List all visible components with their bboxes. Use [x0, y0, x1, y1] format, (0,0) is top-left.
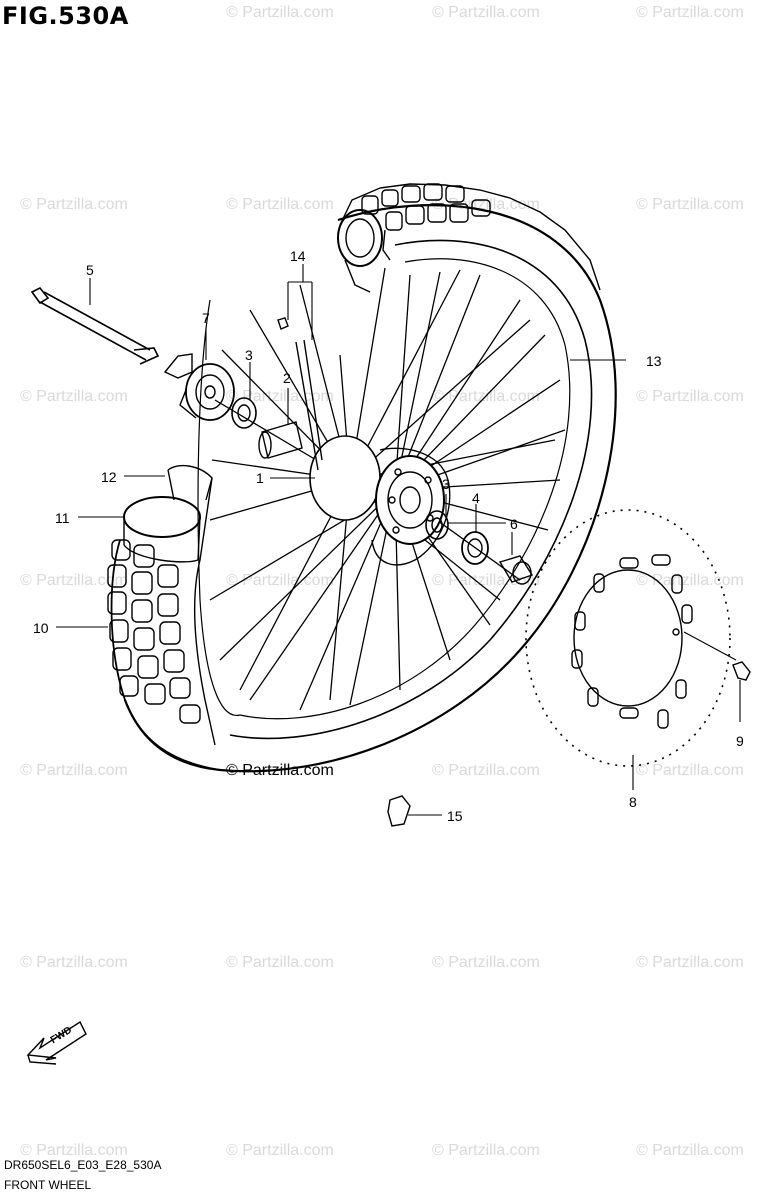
watermark: © Partzilla.com	[432, 1142, 540, 1159]
watermark: © Partzilla.com	[226, 388, 334, 405]
oil-seal	[461, 531, 489, 565]
callout-15: 15	[447, 808, 463, 824]
callout-6: 6	[510, 516, 518, 532]
watermark: © Partzilla.com	[636, 572, 744, 589]
watermark: © Partzilla.com	[226, 1142, 334, 1159]
tire-tread-top	[337, 183, 601, 293]
bearing-right	[425, 510, 449, 540]
callout-8: 8	[629, 794, 637, 810]
tube	[123, 496, 201, 563]
figure-title: FIG.530A	[2, 2, 129, 30]
callout-7: 7	[202, 310, 210, 326]
callout-14: 14	[290, 248, 306, 264]
callout-10: 10	[33, 620, 49, 636]
watermark: © Partzilla.com	[20, 1142, 128, 1159]
brake-disc	[525, 509, 731, 767]
watermark: © Partzilla.com	[636, 762, 744, 779]
watermark: © Partzilla.com	[20, 388, 128, 405]
callout-12: 12	[101, 469, 117, 485]
diagram-caption: FRONT WHEEL	[4, 1178, 92, 1192]
watermark: © Partzilla.com	[20, 572, 128, 589]
callout-4: 4	[472, 490, 480, 506]
watermark: © Partzilla.com	[20, 196, 128, 213]
disc-bolt	[732, 661, 751, 681]
watermark: © Partzilla.com	[636, 196, 744, 213]
diagram-code: DR650SEL6_E03_E28_530A	[4, 1158, 162, 1172]
spacer	[258, 421, 303, 459]
watermark: © Partzilla.com	[432, 4, 540, 21]
valve-nut	[387, 795, 411, 827]
watermark: © Partzilla.com	[20, 762, 128, 779]
bearing-left	[231, 397, 257, 429]
callout-1: 1	[256, 470, 264, 486]
leader-lines	[56, 264, 741, 816]
watermark: © Partzilla.com	[432, 196, 540, 213]
collar	[498, 555, 534, 585]
callout-3: 3	[245, 347, 253, 363]
callout-2: 2	[283, 370, 291, 386]
callout-5: 5	[86, 262, 94, 278]
tire	[107, 539, 221, 771]
rim-band	[167, 464, 216, 746]
callout-13: 13	[646, 353, 662, 369]
callout-3: 3	[442, 476, 450, 492]
watermark: © Partzilla.com	[432, 762, 540, 779]
fwd-arrow-icon	[26, 1020, 87, 1065]
watermark: © Partzilla.com	[432, 954, 540, 971]
watermark: © Partzilla.com	[636, 4, 744, 21]
watermark-main: © Partzilla.com	[226, 762, 334, 779]
watermark: © Partzilla.com	[226, 196, 334, 213]
watermark: © Partzilla.com	[636, 388, 744, 405]
watermark: © Partzilla.com	[20, 954, 128, 971]
callout-9: 9	[736, 733, 744, 749]
speedometer-gearbox	[163, 353, 235, 421]
watermark: © Partzilla.com	[636, 1142, 744, 1159]
axle	[30, 286, 160, 365]
watermark: © Partzilla.com	[226, 954, 334, 971]
watermark: © Partzilla.com	[636, 954, 744, 971]
callout-11: 11	[55, 510, 70, 526]
watermark: © Partzilla.com	[226, 4, 334, 21]
spoke-set	[277, 317, 323, 471]
